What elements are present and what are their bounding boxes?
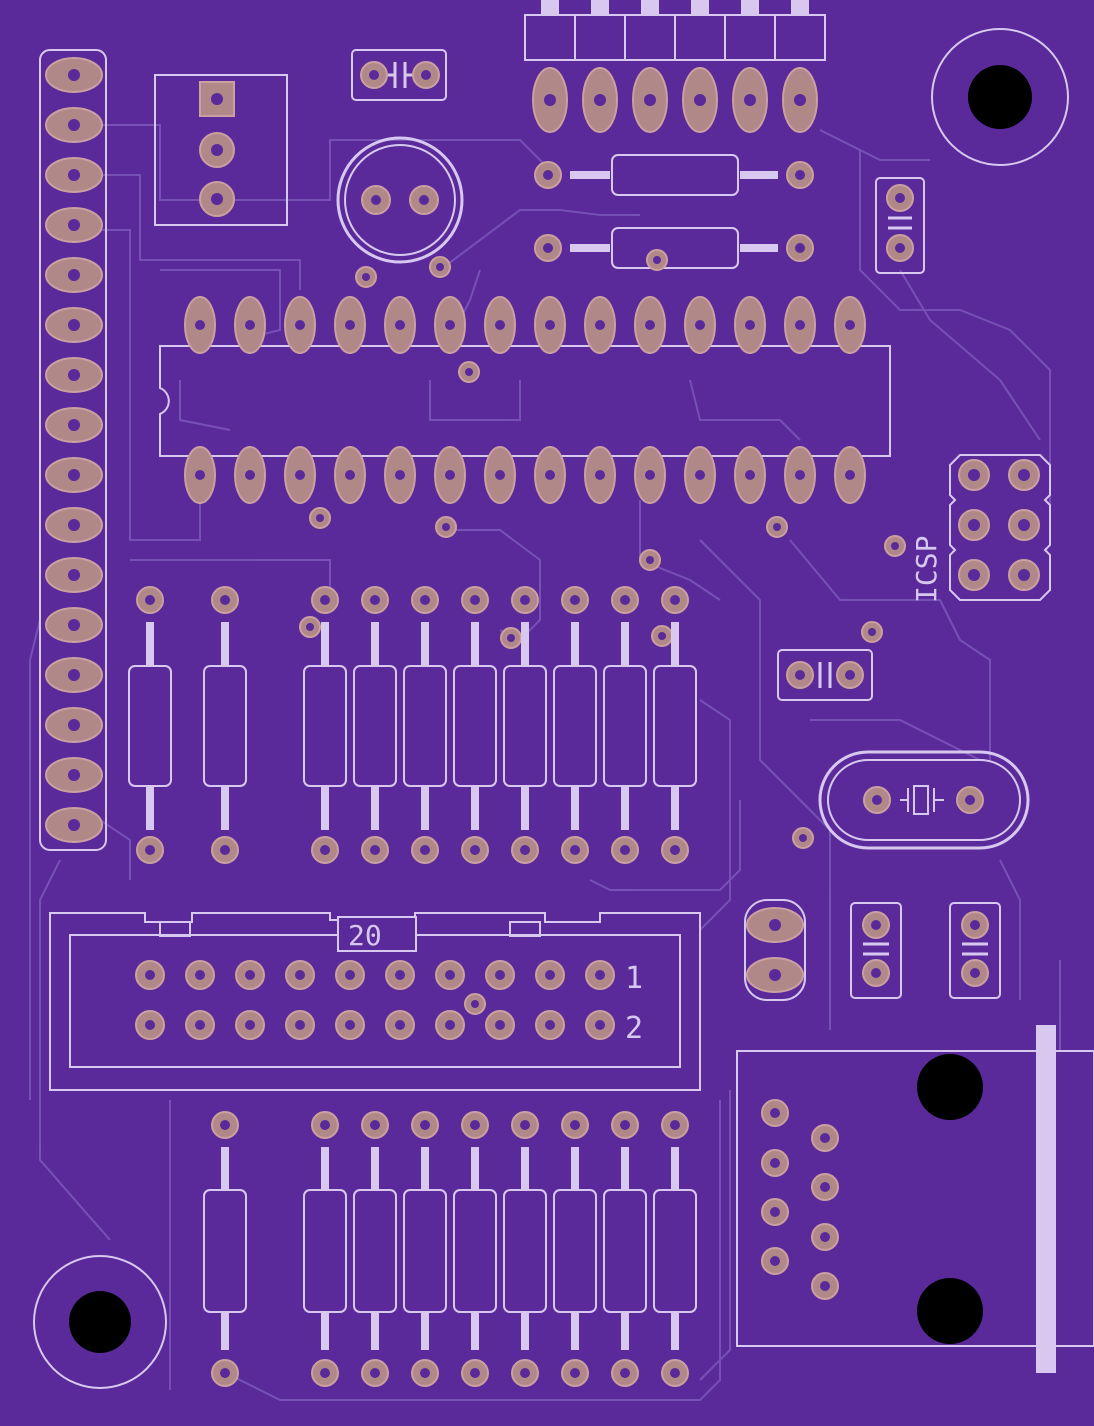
copper-traces [29, 124, 1061, 1401]
idc-row2-label: 2 [625, 1011, 643, 1046]
resistor-bank-lower-legs [221, 1147, 679, 1350]
resistor-bank-lower [203, 1111, 697, 1387]
idc-20pin-connector: 20 1 2 [49, 912, 701, 1091]
dip-top-pins [184, 296, 866, 354]
capacitor-lower-2 [949, 902, 1001, 999]
mounting-hole-bottom-left [33, 1255, 167, 1389]
top-6pin-header [524, 0, 826, 133]
db9-pads [761, 1099, 839, 1300]
left-header-drills [68, 69, 80, 831]
left-pin-header [39, 49, 107, 851]
resistor-h-1 [534, 154, 814, 196]
left-header-outline [39, 49, 107, 851]
dip28-microcontroller [159, 296, 891, 504]
icsp-label: ICSP [910, 536, 943, 603]
idc-pin-count-label: 20 [348, 919, 382, 952]
resistor-h-2 [534, 227, 814, 269]
idc-row1-pads [135, 960, 615, 990]
electrolytic-capacitor [336, 136, 464, 264]
jumper-2pin [744, 899, 806, 1001]
idc-row1-label: 1 [625, 961, 643, 996]
capacitor-right-upper [875, 177, 925, 274]
resistor-bank-upper [128, 586, 697, 864]
mounting-hole-top-right [931, 28, 1069, 166]
capacitor-top [351, 49, 447, 101]
db9-mount-hole [917, 1054, 983, 1120]
capacitor-mid-right [777, 649, 873, 701]
dip-bottom-pins [184, 446, 866, 504]
resistor-bank-upper-legs [146, 622, 679, 830]
regulator-pad-square [199, 81, 235, 117]
regulator-outline [154, 74, 288, 226]
icsp-header: ICSP [910, 454, 1051, 603]
resistor-bank-upper-bodies [128, 665, 697, 787]
capacitor-lower-1 [850, 902, 902, 999]
crystal-oscillator [818, 750, 1030, 850]
voltage-regulator [154, 74, 288, 226]
db9-connector [736, 1025, 1094, 1373]
db9-mount-hole [917, 1278, 983, 1344]
resistor-bank-lower-bodies [203, 1189, 697, 1313]
